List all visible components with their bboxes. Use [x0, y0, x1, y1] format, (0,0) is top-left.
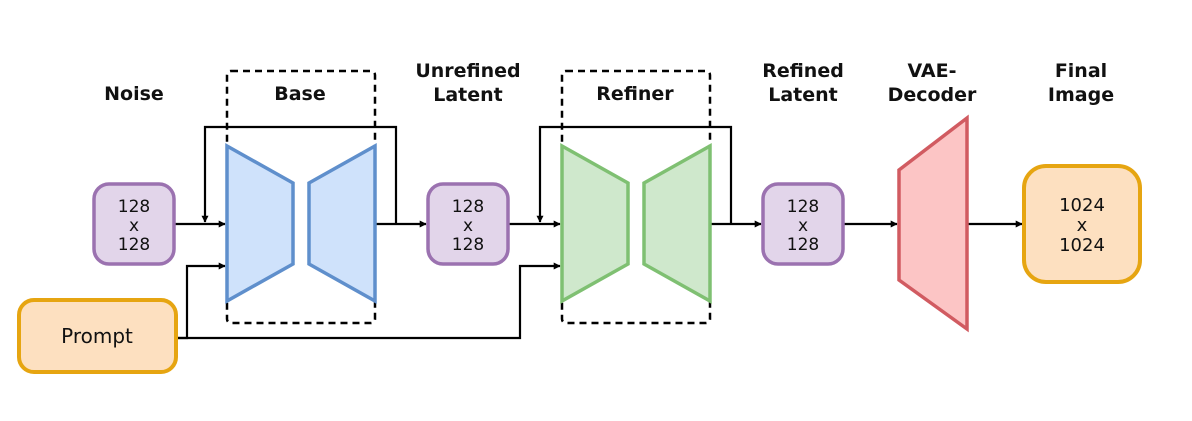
- noise-dim-bottom: 128: [118, 235, 150, 255]
- noise-latent-box: 128 x 128: [92, 182, 176, 266]
- prompt-label: Prompt: [61, 324, 133, 348]
- unrefined-dim-x: x: [463, 216, 473, 236]
- base-unet: [225, 143, 377, 304]
- refined-latent-title-line2: Latent: [768, 84, 838, 106]
- final-dim-x: x: [1077, 215, 1088, 236]
- final-image-box: 1024 x 1024: [1022, 164, 1142, 284]
- refiner-unet: [560, 143, 712, 304]
- arrow-prompt-to-base: [176, 262, 226, 340]
- arrow-base-loop: [201, 125, 398, 224]
- prompt-box: Prompt: [17, 298, 178, 374]
- vae-decoder-trapezoid: [897, 114, 969, 333]
- refined-dim-x: x: [798, 216, 808, 236]
- final-dim-top: 1024: [1059, 195, 1105, 216]
- refiner-decoder-trapezoid: [642, 143, 712, 304]
- vae-decoder-title-line2: Decoder: [888, 84, 977, 106]
- refined-dim-top: 128: [787, 197, 819, 217]
- unrefined-dim-top: 128: [452, 197, 484, 217]
- final-dim-bottom: 1024: [1059, 235, 1105, 256]
- refined-latent-box: 128 x 128: [761, 182, 845, 266]
- refiner-encoder-trapezoid: [560, 143, 630, 304]
- refiner-title: Refiner: [596, 83, 674, 105]
- final-image-title-line2: Image: [1048, 84, 1114, 106]
- noise-title: Noise: [104, 83, 164, 105]
- base-title: Base: [274, 83, 326, 105]
- unrefined-latent-box: 128 x 128: [426, 182, 510, 266]
- refined-dim-bottom: 128: [787, 235, 819, 255]
- vae-decoder-title-line1: VAE-: [908, 60, 957, 82]
- unrefined-latent-title-line2: Latent: [433, 84, 503, 106]
- refined-latent-title-line1: Refined: [762, 60, 844, 82]
- noise-dim-x: x: [129, 216, 139, 236]
- unrefined-latent-title-line1: Unrefined: [415, 60, 520, 82]
- base-decoder-trapezoid: [307, 143, 377, 304]
- base-encoder-trapezoid: [225, 143, 295, 304]
- unrefined-dim-bottom: 128: [452, 235, 484, 255]
- final-image-title-line1: Final: [1055, 60, 1107, 82]
- arrow-refiner-loop: [536, 125, 733, 224]
- noise-dim-top: 128: [118, 197, 150, 217]
- connectors: [174, 125, 1023, 340]
- arrow-prompt-to-refiner: [176, 262, 561, 340]
